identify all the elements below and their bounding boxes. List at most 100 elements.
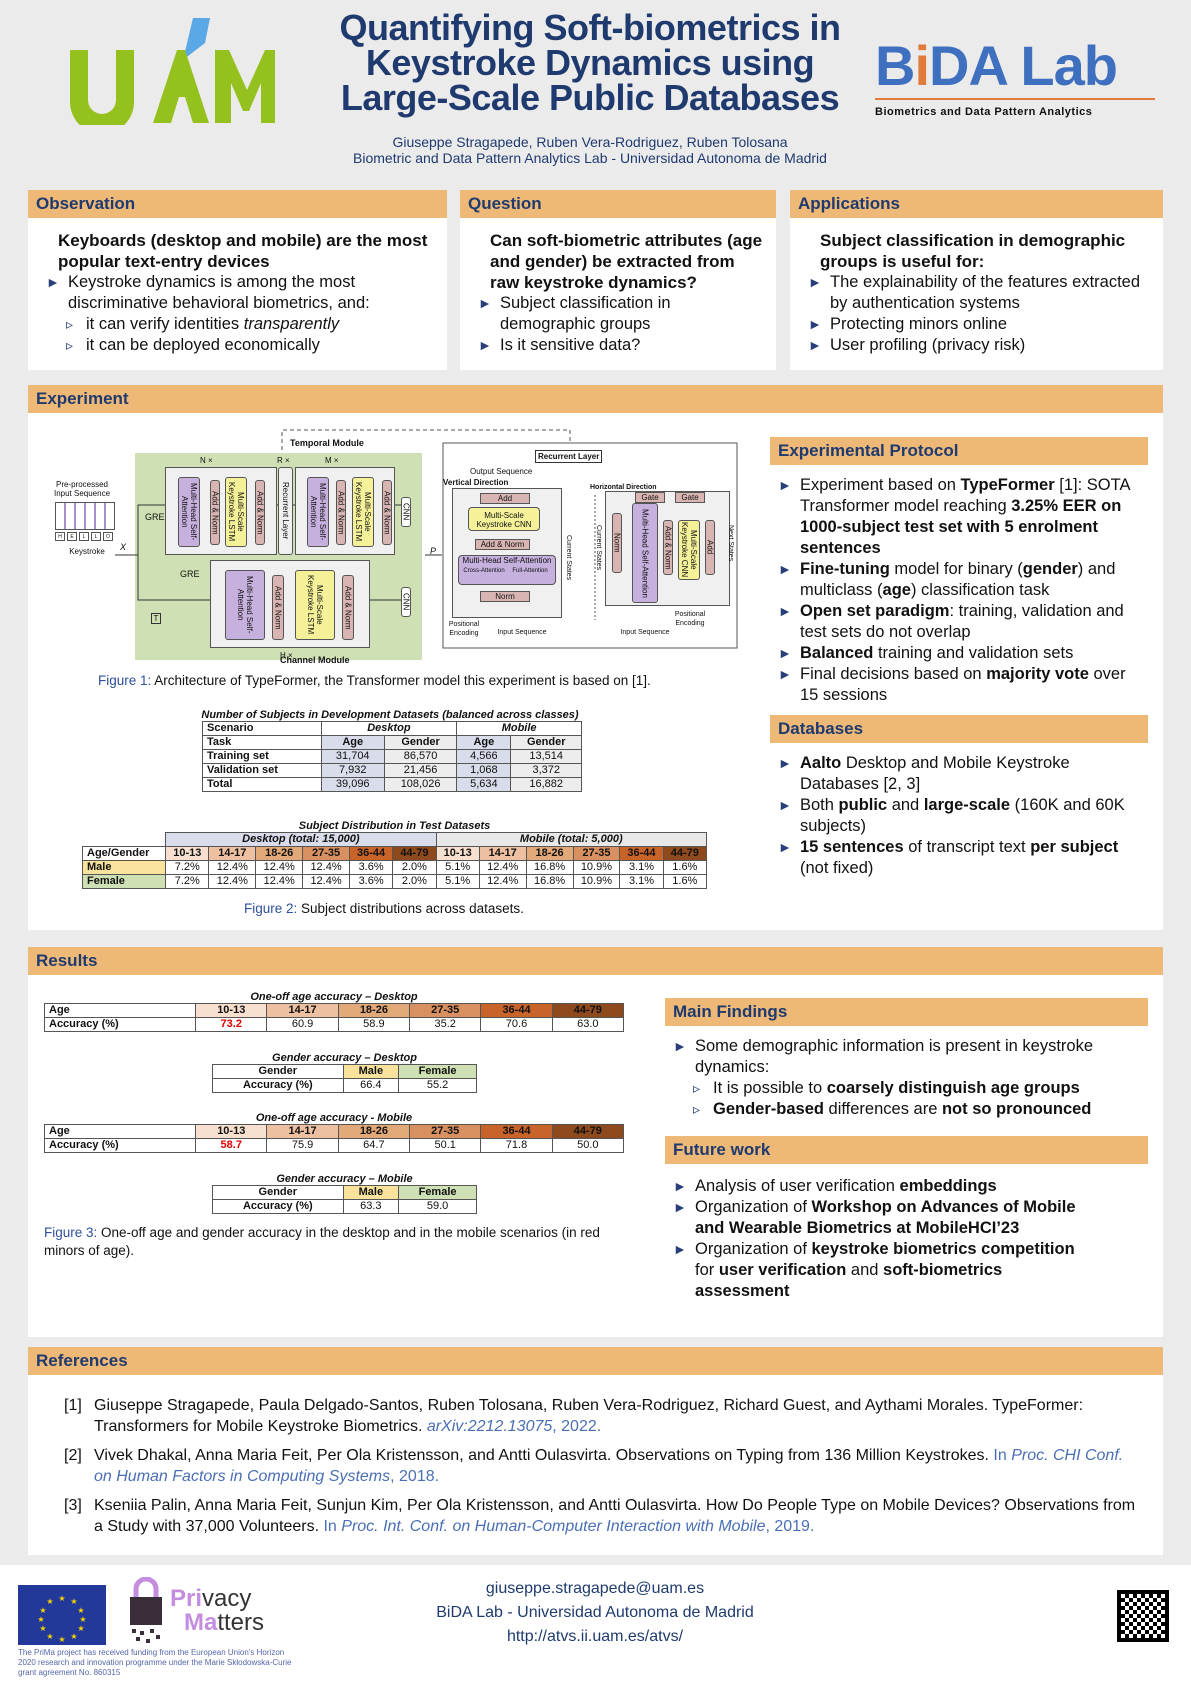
age-group-header: 27-35: [409, 1124, 482, 1139]
table-cell: 39,096: [320, 777, 385, 792]
label: Input Sequence: [620, 629, 670, 636]
table-cell: 12.4%: [302, 860, 350, 875]
bullet-item: Organization of Workshop on Advances of …: [665, 1197, 1088, 1239]
typeformer-diagram: Temporal Module Channel Module N × Multi…: [50, 425, 745, 670]
svg-text:★: ★: [70, 1597, 77, 1606]
label: L: [91, 532, 101, 541]
label: P: [430, 546, 437, 556]
text-span: gender: [1022, 560, 1078, 578]
text-span: per subject: [1030, 838, 1119, 856]
bullet-item: Keystroke dynamics is among the most dis…: [38, 272, 437, 314]
reference-link[interactable]: arXiv:2212.13075: [426, 1418, 553, 1435]
label: Gender: [383, 735, 458, 750]
label: One-off age accuracy - Mobile: [255, 1112, 413, 1124]
label: Horizontal Direction: [590, 484, 657, 491]
bullet-item: Open set paradigm: training, validation …: [770, 601, 1148, 643]
table-cell: 2.0%: [392, 874, 437, 889]
label: Current States: [565, 535, 572, 581]
uam-logo: [65, 15, 277, 134]
label: CNN: [401, 497, 411, 527]
text-span: Both: [800, 796, 839, 814]
age-group-header: 10-13: [435, 846, 480, 861]
label: E: [67, 532, 77, 541]
reference-item: [3]Kseniia Palin, Anna Maria Feit, Sunju…: [64, 1495, 1143, 1537]
svg-text:★: ★: [58, 1594, 65, 1603]
age-group-header: 27-35: [302, 846, 350, 861]
label: GRE: [180, 569, 200, 579]
table-cell: 12.4%: [208, 874, 257, 889]
svg-text:★: ★: [58, 1635, 65, 1644]
label: Cross-Attention: [463, 568, 505, 574]
table-cell: 3,372: [510, 763, 582, 778]
text-span: In: [323, 1518, 342, 1535]
reference-link[interactable]: Proc. CHI Conf. on Human Factors in Comp…: [94, 1447, 1124, 1485]
bullet-item: Is it sensitive data?: [470, 335, 766, 356]
table-cell: 3.6%: [348, 874, 394, 889]
contact-email[interactable]: giuseppe.stragapede@uam.es: [485, 1580, 705, 1597]
label: R ×: [277, 456, 290, 465]
label: Gender: [212, 1185, 344, 1200]
figure-3-caption: Figure 3: One-off age and gender accurac…: [44, 1224, 624, 1260]
text-span: 3.25% EER on 1000-subject test set with …: [800, 497, 1122, 557]
text-span: model for binary (: [889, 560, 1023, 578]
label: Pri: [170, 1585, 203, 1612]
label: Recurrent Layer: [278, 467, 293, 555]
text-span: over 15 sessions: [800, 665, 1126, 704]
age-group-header: 36-44: [348, 846, 394, 861]
table-cell: 86,570: [383, 749, 458, 764]
age-group-header: 14-17: [266, 1003, 339, 1018]
section-header: Future work: [665, 1136, 1148, 1164]
text-span: keystroke biometrics competition: [811, 1240, 1075, 1258]
text-span: Organization of: [695, 1240, 812, 1258]
label: Current States: [595, 525, 602, 571]
text-span: User profiling (privacy risk): [830, 336, 1026, 354]
text-span: Final decisions based on: [800, 665, 987, 683]
lab-name: BiDA Lab - Universidad Autonoma de Madri…: [436, 1604, 754, 1621]
bullet-item: Fine-tuning model for binary (gender) an…: [770, 559, 1148, 601]
bullet-item: Final decisions based on majority vote o…: [770, 664, 1148, 706]
accuracy-cell: 35.2: [409, 1017, 482, 1032]
label: 55.2: [398, 1078, 477, 1093]
eu-flag-icon: ★★★★★★★★★★★★: [18, 1585, 106, 1645]
section-header: Experimental Protocol: [770, 437, 1148, 465]
age-group-header: 44-79: [662, 846, 708, 861]
label: Vertical Direction: [443, 478, 509, 487]
label: X: [120, 542, 127, 552]
label: Multi-Head Self-Attention: [307, 477, 329, 547]
table-cell: 7.2%: [165, 874, 210, 889]
age-group-header: 44-79: [551, 1124, 625, 1139]
label: Multi-Head Self-Attention: [225, 570, 265, 640]
reference-item: [1]Giuseppe Stragapede, Paula Delgado-Sa…: [64, 1395, 1143, 1437]
age-group-header: 18-26: [337, 1003, 411, 1018]
applications-panel: Applications Subject classification in d…: [790, 190, 1163, 370]
section-header: Experiment: [28, 385, 1163, 413]
table-cell: 5.1%: [435, 874, 480, 889]
label: M ×: [325, 456, 339, 465]
age-group-header: 14-17: [478, 846, 527, 861]
age-group-header: 44-79: [392, 846, 437, 861]
svg-text:★: ★: [46, 1632, 53, 1641]
lab-url[interactable]: http://atvs.ii.uam.es/atvs/: [506, 1628, 684, 1645]
svg-text:★: ★: [77, 1606, 84, 1615]
label: Recurrent Layer: [535, 450, 603, 463]
label: N ×: [200, 456, 213, 465]
bullet-item: Experiment based on TypeFormer [1]: SOTA…: [770, 475, 1148, 559]
label: Add & Norm: [663, 520, 673, 575]
label: Channel Module: [280, 655, 350, 665]
age-group-header: 18-26: [337, 1124, 411, 1139]
text-span: for: [695, 1261, 719, 1279]
label: Can soft-biometric attributes (age and g…: [490, 231, 763, 292]
reference-link[interactable]: Proc. Int. Conf. on Human-Computer Inter…: [341, 1518, 766, 1535]
reference-number: [2]: [64, 1447, 82, 1464]
row-header: Validation set: [202, 763, 322, 778]
table-cell: 16.8%: [525, 860, 574, 875]
label: Lab: [1005, 34, 1118, 97]
label: Multi-Head Self-Attention: [458, 555, 556, 585]
age-group-header: 18-26: [525, 846, 574, 861]
